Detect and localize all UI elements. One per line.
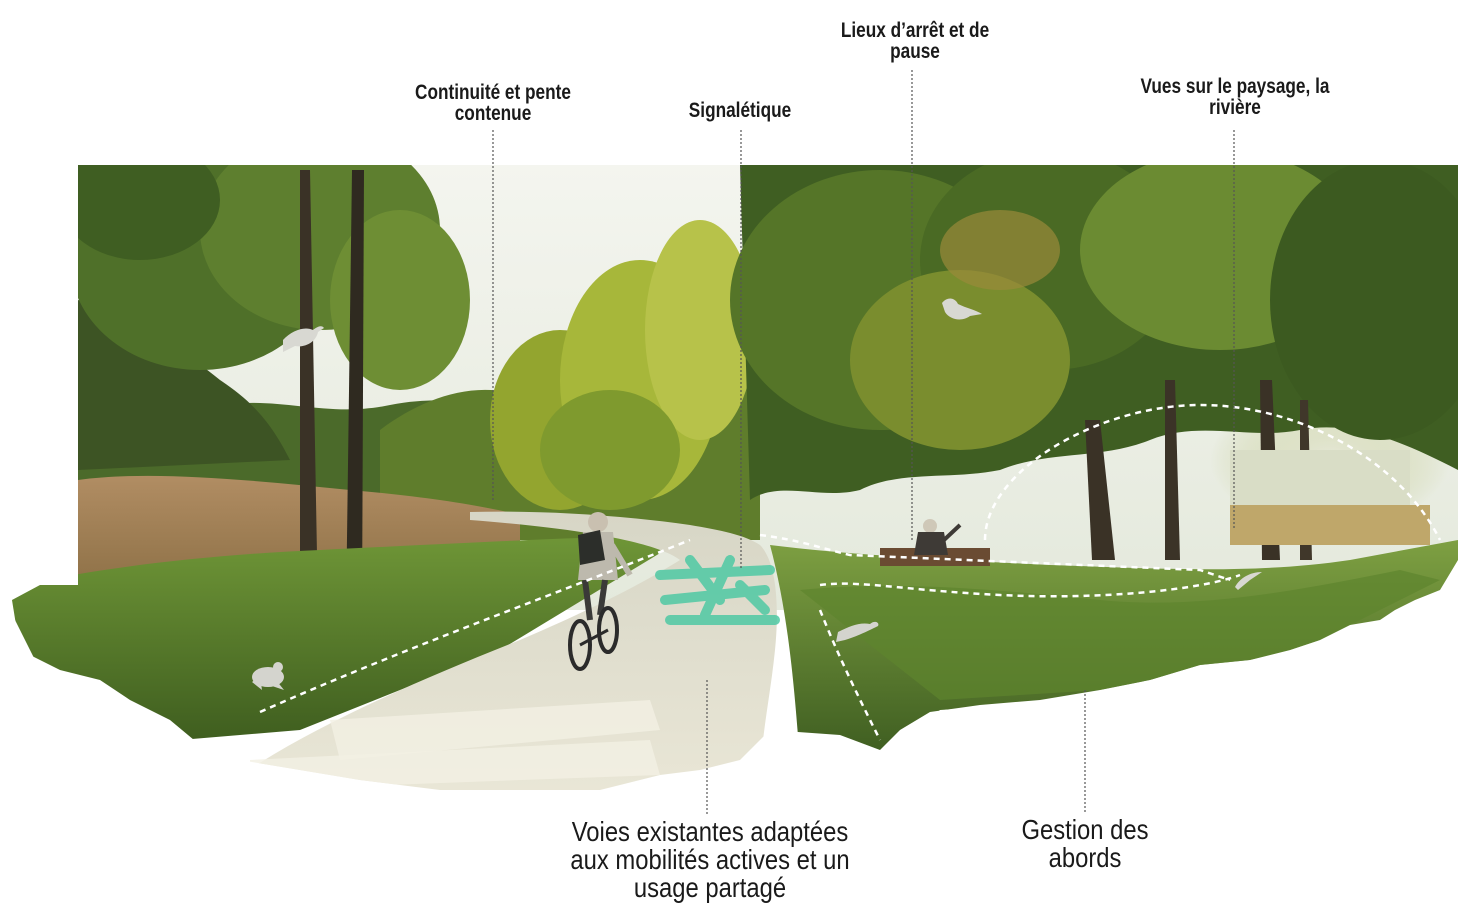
annotation-vues: Vues sur le paysage, la rivière — [1140, 75, 1330, 119]
seated-person-figure — [914, 519, 962, 555]
signage-marking — [655, 555, 780, 625]
annotation-signaletique: Signalétique — [688, 99, 792, 122]
annotation-lieux: Lieux d’arrêt et de pause — [840, 19, 990, 63]
dashed-outline — [259, 403, 1442, 741]
bird-icon — [283, 326, 324, 352]
leader-lines — [492, 70, 1235, 815]
bird-icon — [1235, 572, 1262, 590]
bench — [880, 548, 990, 566]
annotation-continuite: Continuité et pente contenue — [415, 81, 571, 125]
cyclist-figure — [568, 512, 633, 671]
bird-icon — [942, 298, 982, 320]
annotation-voies: Voies existantes adaptées aux mobilités … — [570, 816, 850, 903]
frog-icon — [252, 662, 284, 690]
lizard-icon — [836, 621, 879, 642]
annotation-gestion: Gestion des abords — [1021, 814, 1149, 873]
